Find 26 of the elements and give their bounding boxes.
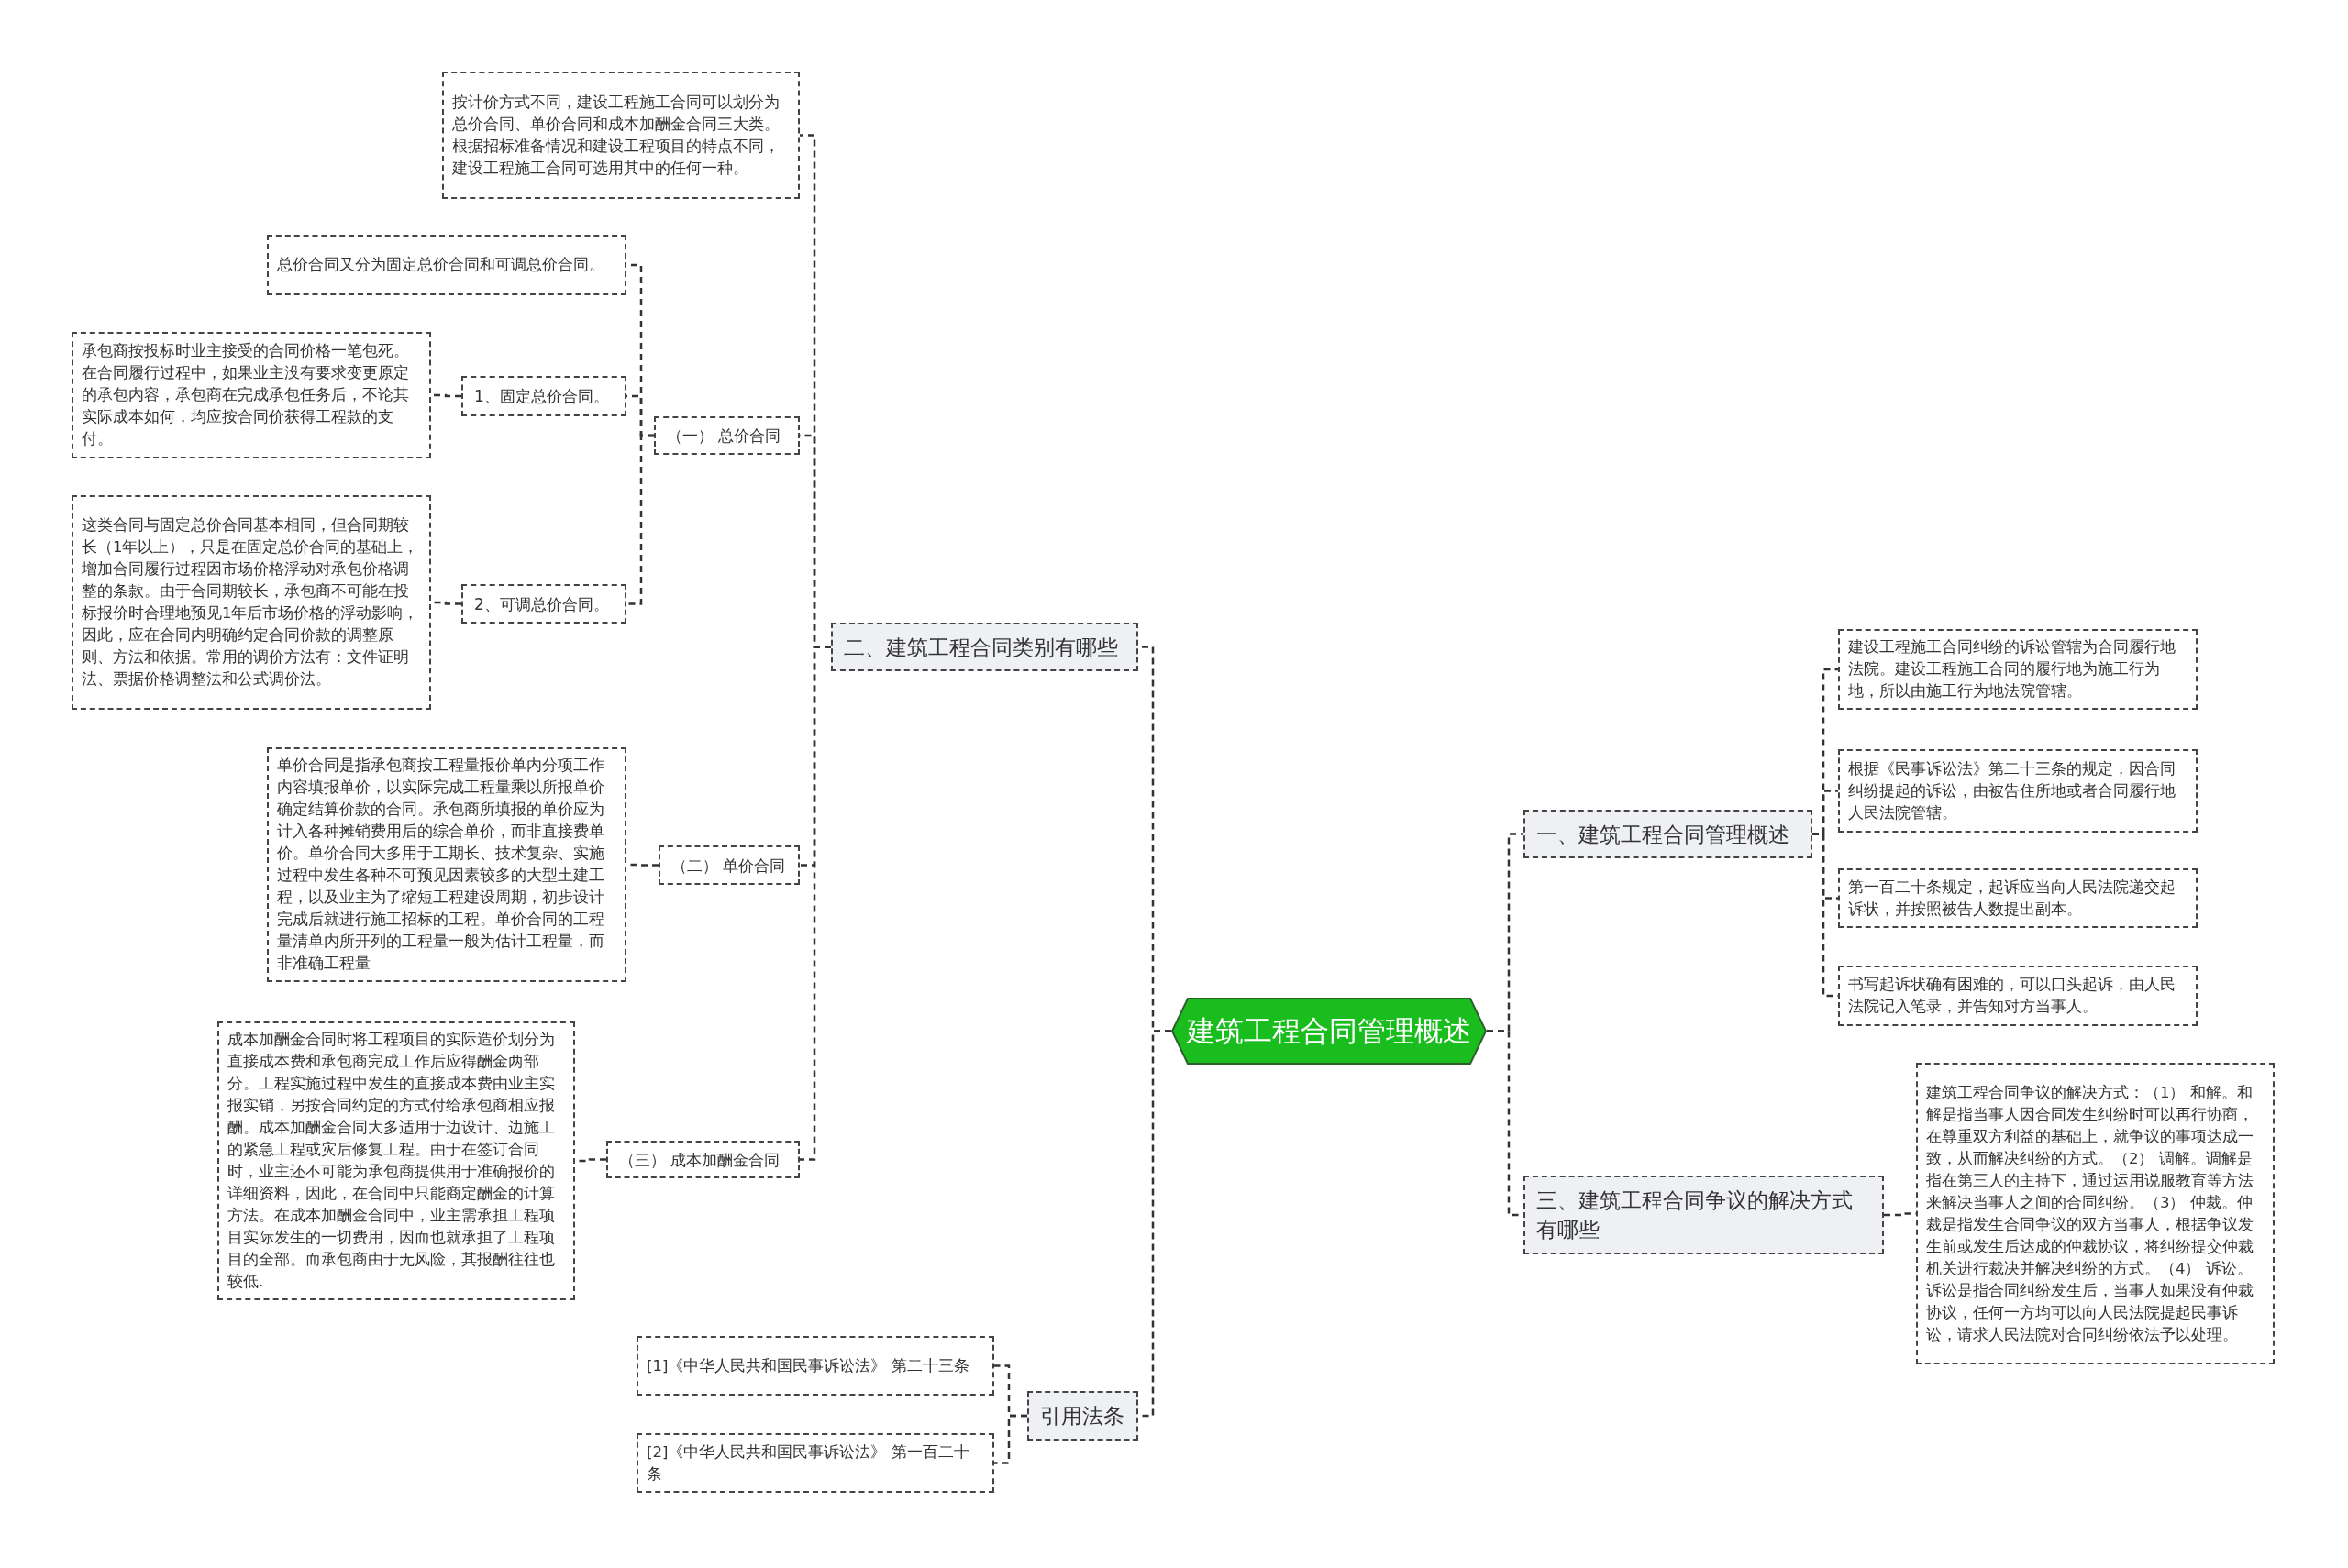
connector-line <box>626 434 654 605</box>
root-topic: 建筑工程合同管理概述 <box>1171 998 1487 1065</box>
text-box: 单价合同是指承包商按工程量报价单内分项工作内容填报单价，以实际完成工程量乘以所报单价确定结算价款的合同。承包商所填报的单价应为计入各种摊销费用后的综合单价，而非直接费单价。单价合同大多用于工期长、技术复杂、实施过程中发生各种不可预见因素较多的大型土建工程，以及业主为了缩短工程建设周期，初步设计完成后就进行施工招标的工程。单价合同的工程量清单内所开列的工程量一般为估计工程量，而非准确工程量 <box>267 747 626 982</box>
subtopic-box: 2、可调总价合同。 <box>461 584 626 624</box>
connector-line <box>431 393 461 398</box>
subtopic-box: （一） 总价合同 <box>654 416 800 455</box>
subtopic-box: （二） 单价合同 <box>659 845 800 885</box>
text-box: 建设工程施工合同纠纷的诉讼管辖为合同履行地法院。建设工程施工合同的履行地为施工行为地，所以由施工行为地法院管辖。 <box>1838 629 2198 710</box>
connector-line <box>994 1414 1027 1464</box>
text-box: [1]《中华人民共和国民事诉讼法》 第二十三条 <box>637 1336 994 1396</box>
text-box: 这类合同与固定总价合同基本相同，但合同期较长（1年以上），只是在固定总价合同的基础上，增加合同履行过程因市场价格浮动对承包价格调整的条款。由于合同期较长，承包商不可能在投标报价时合理地预见1年后市场价格的浮动影响，因此，应在合同内明确约定合同价款的调整原则、方法和依据。常用的调价方法有：文件证明法、票据价格调整法和公式调价法。 <box>72 495 431 710</box>
text-box: 根据《民事诉讼法》第二十三条的规定，因合同纠纷提起的诉讼，由被告住所地或者合同履行地人民法院管辖。 <box>1838 749 2198 833</box>
topic-box: 一、建筑工程合同管理概述 <box>1523 810 1812 858</box>
topic-box: 引用法条 <box>1027 1391 1138 1441</box>
text-box: 建筑工程合同争议的解决方式：（1） 和解。和解是指当事人因合同发生纠纷时可以再行协商，在尊重双方利益的基础上，就争议的事项达成一致，从而解决纠纷的方式。（2） 调解。调解是指在第三人的主持下，通过运用说服教育等方法来解决当事人之间的合同纠纷。（3） 仲裁。仲裁是指发生合同争议的双方当事人，根据争议发生前或发生后达成的仲裁协议，将纠纷提交仲裁机关进行裁决并解决纠纷的方式。（4） 诉讼。诉讼是指合同纠纷发生后，当事人如果没有仲裁协议，任何一方均可以向人民法院提起民事诉讼，请求人民法院对合同纠纷依法予以处理。 <box>1916 1063 2275 1364</box>
text-box: 第一百二十条规定，起诉应当向人民法院递交起诉状，并按照被告人数提出副本。 <box>1838 868 2198 928</box>
text-box: 成本加酬金合同时将工程项目的实际造价划分为直接成本费和承包商完成工作后应得酬金两部分。工程实施过程中发生的直接成本费由业主实报实销，另按合同约定的方式付给承包商相应报酬。成本加酬金合同大多适用于边设计、边施工的紧急工程或灾后修复工程。由于在签订合同时，业主还不可能为承包商提供用于准确报价的详细资料，因此，在合同中只能商定酬金的计算方法。在成本加酬金合同中，业主需承担工程项目实际发生的一切费用，因而也就承担了工程项目的全部。而承包商由于无风险，其报酬往往也较低. <box>217 1021 575 1300</box>
subtopic-box: （三） 成本加酬金合同 <box>606 1141 800 1178</box>
text-box: 承包商按投标时业主接受的合同价格一笔包死。在合同履行过程中，如果业主没有要求变更原定的承包内容，承包商在完成承包任务后，不论其实际成本如何，均应按合同价获得工程款的支付。 <box>72 332 431 458</box>
subtopic-box: 1、固定总价合同。 <box>461 376 626 416</box>
topic-box: 三、建筑工程合同争议的解决方式有哪些 <box>1523 1176 1884 1254</box>
text-box: [2]《中华人民共和国民事诉讼法》 第一百二十条 <box>637 1433 994 1493</box>
text-box: 书写起诉状确有困难的，可以口头起诉，由人民法院记入笔录，并告知对方当事人。 <box>1838 966 2198 1026</box>
text-box: 总价合同又分为固定总价合同和可调总价合同。 <box>267 235 626 295</box>
topic-box: 二、建筑工程合同类别有哪些 <box>831 623 1138 671</box>
text-box: 按计价方式不同，建设工程施工合同可以划分为总价合同、单价合同和成本加酬金合同三大类。根据招标准备情况和建设工程项目的特点不同，建设工程施工合同可选用其中的任何一种。 <box>442 72 800 199</box>
